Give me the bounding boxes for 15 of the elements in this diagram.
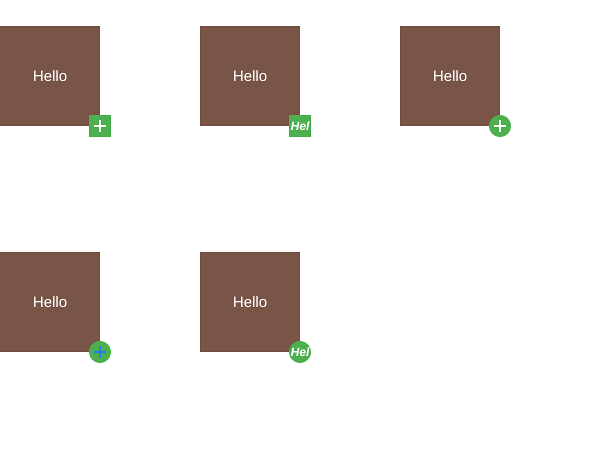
box-label: Hello [32, 68, 68, 84]
badge [289, 341, 311, 363]
box-label: Hello [432, 68, 468, 84]
badge [89, 341, 111, 363]
badge [289, 115, 311, 137]
box-label: Hello [32, 294, 68, 310]
content-box [0, 252, 100, 352]
content-box [400, 26, 500, 126]
badge-label: Hel [290, 119, 310, 133]
badge-label: Hel [290, 345, 310, 359]
badge [89, 115, 111, 137]
badge [489, 115, 511, 137]
box-label: Hello [232, 68, 268, 84]
content-box [0, 26, 100, 126]
box-label: Hello [232, 294, 268, 310]
